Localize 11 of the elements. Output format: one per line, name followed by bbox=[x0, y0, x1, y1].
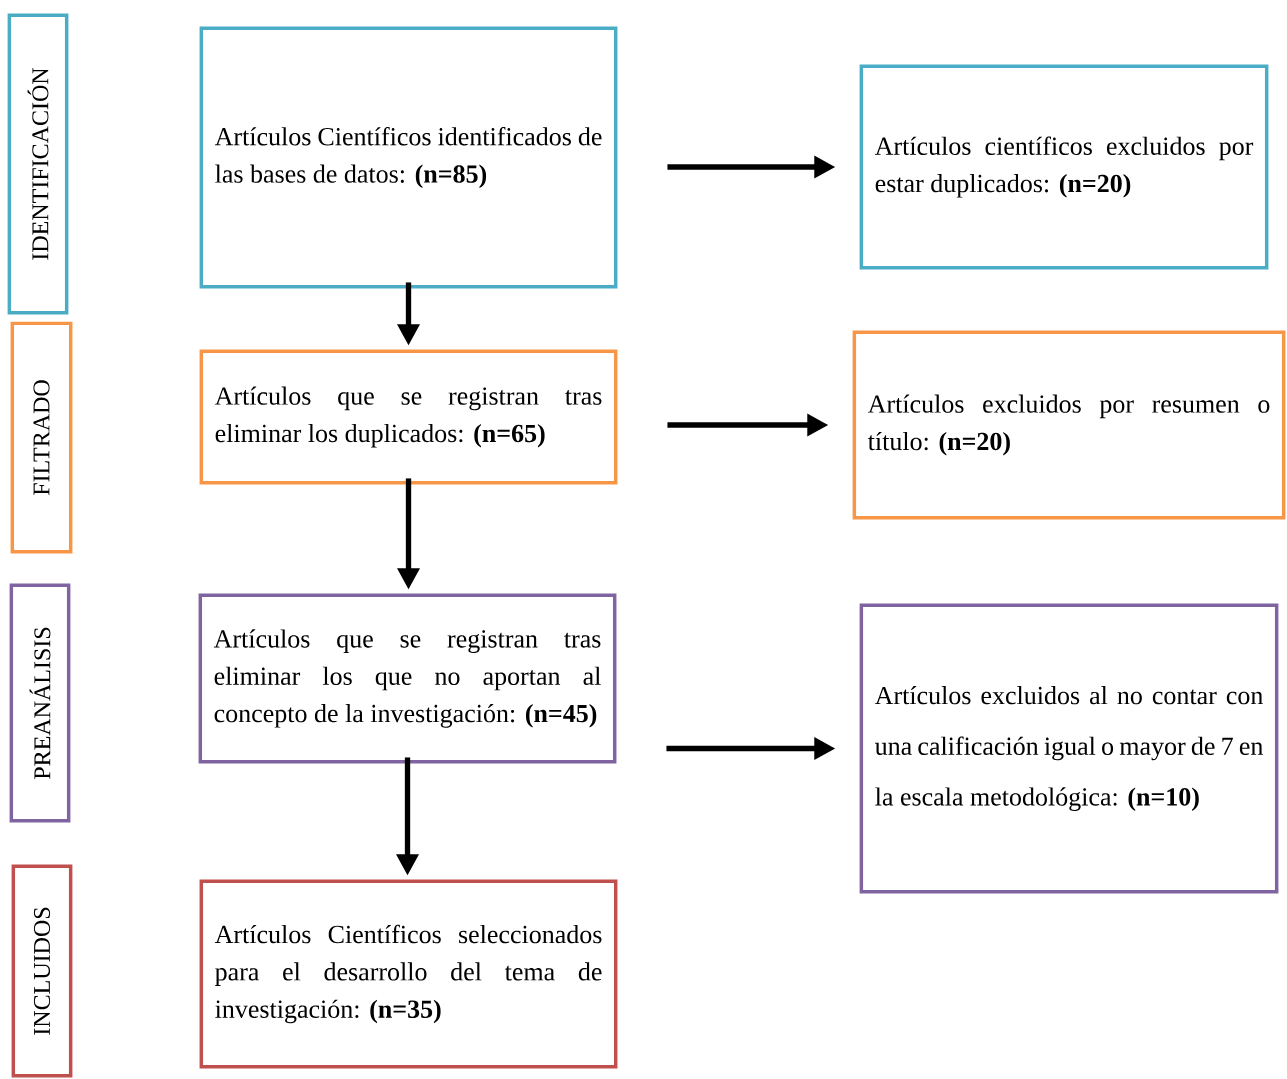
process-box: Artículos que se registran tras eliminar los que no aportan al concepto de la investigación: (n=45) bbox=[198, 593, 617, 764]
process-box: Artículos Científicos identificados de las bases de datos: (n=85) bbox=[199, 26, 618, 289]
process-box: Artículos que se registran tras eliminar los duplicados: (n=65) bbox=[199, 349, 618, 485]
stage-band: IDENTIFICACIÓN bbox=[7, 13, 69, 315]
process-box: Artículos científicos excluidos por estar duplicados: (n=20) bbox=[859, 64, 1269, 270]
stage-band: INCLUIDOS bbox=[11, 864, 73, 1078]
process-box: Artículos excluidos al no contar con una calificación igual o mayor de 7 en la escala metodológica: (n=10) bbox=[859, 603, 1279, 894]
process-box: Artículos excluidos por resumen o título: (n=20) bbox=[852, 330, 1286, 520]
process-box: Artículos Científicos seleccionados para el desarrollo del tema de investigación: (n=35) bbox=[199, 879, 618, 1069]
stage-band: FILTRADO bbox=[10, 321, 73, 554]
stage-band: PREANÁLISIS bbox=[9, 583, 71, 823]
